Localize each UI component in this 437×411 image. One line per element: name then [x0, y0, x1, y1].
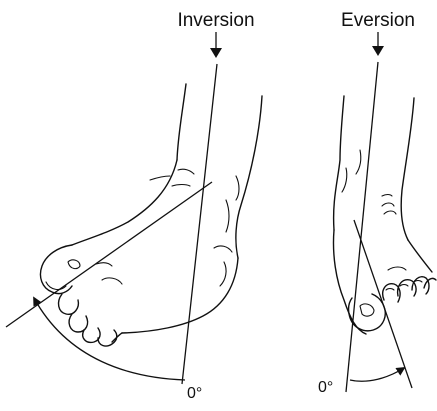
inversion-zero-reference-line: [182, 64, 217, 384]
eversion-zero-label: 0°: [318, 379, 333, 396]
inversion-panel: Inversion 0°: [6, 10, 262, 402]
inversion-tilted-line: [6, 182, 212, 327]
eversion-down-arrow: [372, 32, 384, 56]
eversion-zero-reference-line: [346, 62, 378, 392]
inversion-title: Inversion: [177, 10, 254, 31]
inversion-zero-label: 0°: [187, 385, 202, 402]
inversion-arc-arrow: [34, 298, 185, 380]
eversion-arc-arrow: [350, 368, 404, 381]
eversion-panel: Eversion 0°: [318, 10, 436, 396]
eversion-title: Eversion: [341, 10, 415, 31]
everted-foot-drawing: [333, 96, 436, 334]
inversion-down-arrow: [210, 32, 222, 58]
inverted-foot-drawing: [40, 84, 262, 346]
